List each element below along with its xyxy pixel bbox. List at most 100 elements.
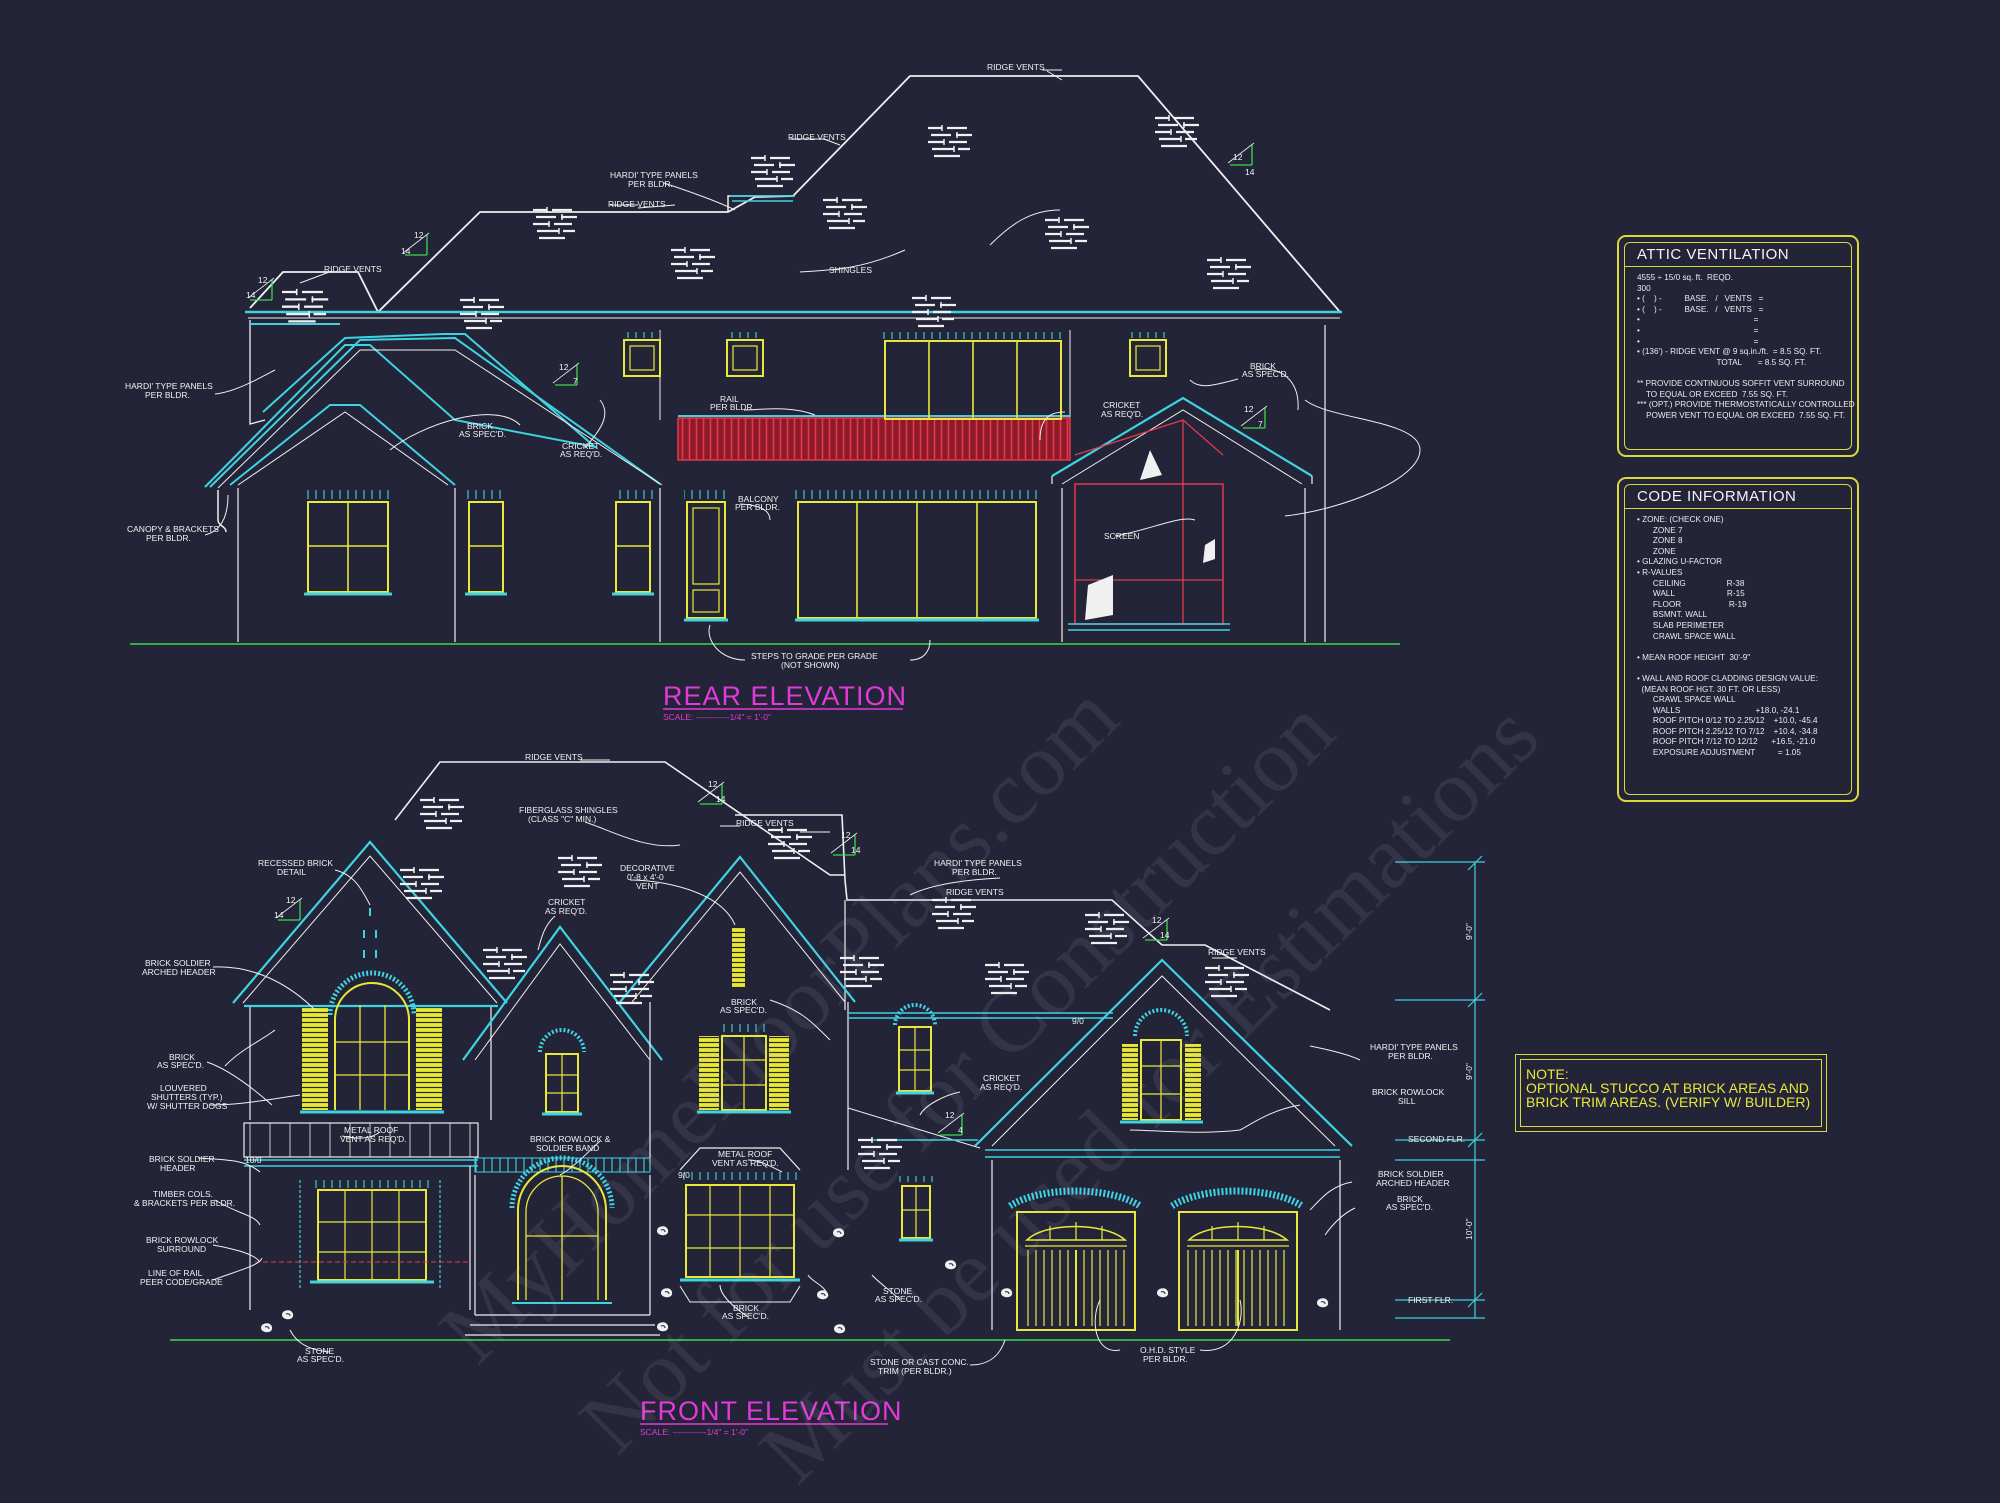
label-cricket: CRICKET: [562, 441, 599, 451]
label-steps: STEPS TO GRADE PER GRADE: [751, 651, 878, 661]
pitch-run: 14: [716, 794, 726, 804]
code-line: • GLAZING U-FACTOR: [1637, 557, 1723, 567]
label-canopy: PER BLDR.: [146, 533, 191, 543]
label-decorative-vent: DECORATIVE: [620, 863, 675, 873]
pitch-run: 14: [274, 910, 284, 920]
attic-ventilation-frame: ATTIC VENTILATION 4555 ÷ 15/0 sq. ft. RE…: [1624, 242, 1855, 450]
label-ridge-vents: RIDGE VENTS: [987, 62, 1045, 72]
pitch-rise: 12: [708, 779, 718, 789]
code-line: WALLS +18.0, -24.1: [1637, 705, 1800, 715]
code-line: BSMNT. WALL: [1637, 610, 1708, 620]
pitch-rise: 12: [1233, 152, 1243, 162]
label-brick-soldier-header: BRICK SOLDIER: [149, 1154, 215, 1164]
label-fiberglass-shingles: (CLASS "C" MIN.): [528, 814, 597, 824]
pitch-run: 14: [1245, 167, 1255, 177]
label-recessed-brick: RECESSED BRICK: [258, 858, 333, 868]
code-information-panel: CODE INFORMATION • ZONE: (CHECK ONE) ZON…: [1617, 477, 1859, 802]
attic-line: ** PROVIDE CONTINUOUS SOFFIT VENT SURROU…: [1637, 378, 1845, 388]
dimension-middle: 9'-0": [1464, 1063, 1474, 1080]
label-balcony: BALCONY: [738, 494, 779, 504]
code-line: ZONE 7: [1637, 525, 1683, 535]
label-brick: BRICK: [1250, 361, 1276, 371]
pitch-run: 14: [246, 290, 256, 300]
pitch-rise: 12: [559, 362, 569, 372]
label-brick: BRICK: [169, 1052, 195, 1062]
label-balcony: PER BLDR.: [735, 502, 780, 512]
attic-line: • =: [1637, 325, 1759, 335]
label-second-floor: SECOND FLR.: [1408, 1134, 1465, 1144]
label-brick-soldier-arched: ARCHED HEADER: [1376, 1178, 1450, 1188]
front-elevation-title: FRONT ELEVATION: [640, 1396, 903, 1426]
label-canopy: CANOPY & BRACKETS: [127, 524, 219, 534]
attic-line: TOTAL = 8.5 SQ. FT.: [1637, 357, 1807, 367]
stucco-note-body: OPTIONAL STUCCO AT BRICK AREAS AND BRICK…: [1526, 1080, 1811, 1110]
pitch-run: 14: [401, 246, 411, 256]
pitch-run: 7: [573, 376, 578, 386]
attic-ventilation-body: 4555 ÷ 15/0 sq. ft. REQD.300 • ( ) - BASE…: [1625, 267, 1855, 427]
attic-line: • ( ) - BASE. / VENTS =: [1637, 304, 1764, 314]
label-ridge-vents: RIDGE VENTS: [324, 264, 382, 274]
code-line: ROOF PITCH 2.25/12 TO 7/12 +10.4, -34.8: [1637, 726, 1818, 736]
label-ridge-vents: RIDGE VENTS: [946, 887, 1004, 897]
label-brick: AS SPEC'D.: [459, 429, 506, 439]
label-cricket: CRICKET: [548, 897, 585, 907]
pitch-rise: 12: [945, 1110, 955, 1120]
label-stone: STONE: [883, 1286, 912, 1296]
label-ridge-vents: RIDGE VENTS: [736, 818, 794, 828]
attic-line: TO EQUAL OR EXCEED 7.55 SQ. FT.: [1637, 389, 1788, 399]
label-timber-columns: & BRACKETS PER BLDR.: [134, 1198, 235, 1208]
attic-line: [1637, 368, 1839, 379]
attic-line: 4555 ÷ 15/0 sq. ft. REQD.: [1637, 273, 1733, 282]
pitch-rise: 12: [841, 830, 851, 840]
label-ridge-vents: RIDGE VENTS: [608, 199, 666, 209]
label-brick: BRICK: [733, 1303, 759, 1313]
label-cricket: CRICKET: [1103, 400, 1140, 410]
label-timber-columns: TIMBER COLS.: [153, 1189, 213, 1199]
code-line: CRAWL SPACE WALL: [1637, 695, 1736, 705]
label-rowlock-surround: BRICK ROWLOCK: [146, 1235, 219, 1245]
rear-elevation: 12 14 12 14 12 14 12 7 12 7: [125, 62, 1421, 722]
front-elevation: 12 14 12 14 12 14 12 14 12 4 9'-0" 9'-0"…: [134, 752, 1485, 1437]
pitch-rise: 12: [258, 275, 268, 285]
code-line: • WALL AND ROOF CLADDING DESIGN VALUE:: [1637, 673, 1818, 683]
code-line: CRAWL SPACE WALL: [1637, 631, 1736, 641]
label-brick: AS SPEC'D.: [157, 1060, 204, 1070]
label-ridge-vents: RIDGE VENTS: [788, 132, 846, 142]
label-ohd-style: PER BLDR.: [1143, 1354, 1188, 1364]
label-metal-roof-vent: METAL ROOF: [718, 1149, 772, 1159]
label-hardi-panels: PER BLDR.: [952, 867, 997, 877]
code-information-body: • ZONE: (CHECK ONE) ZONE 7 ZONE 8 ZONE• …: [1625, 509, 1851, 765]
pitch-rise: 12: [414, 230, 424, 240]
label-cricket: AS REQ'D.: [545, 906, 587, 916]
attic-line: POWER VENT TO EQUAL OR EXCEED 7.55 SQ. F…: [1637, 410, 1846, 420]
label-rail: PER BLDR.: [710, 402, 755, 412]
label-metal-roof-vent: VENT AS REQ'D.: [712, 1158, 779, 1168]
code-line: ZONE: [1637, 546, 1676, 556]
label-rail: RAIL: [720, 394, 739, 404]
pitch-rise: 12: [286, 895, 296, 905]
dimension-string: [1395, 855, 1485, 1319]
label-rowlock-sill: SILL: [1398, 1096, 1416, 1106]
label-cricket: AS REQ'D.: [560, 449, 602, 459]
label-rowlock-band: SOLDIER BAND: [536, 1143, 599, 1153]
label-recessed-brick: DETAIL: [277, 867, 306, 877]
label-hardi-panels: PER BLDR.: [628, 179, 673, 189]
attic-line: 300: [1637, 283, 1651, 293]
code-line: [1637, 642, 1839, 653]
label-line-of-rail: PEER CODE/GRADE: [140, 1277, 223, 1287]
label-louvered-shutters: W/ SHUTTER DOGS: [147, 1101, 228, 1111]
code-line: EXPOSURE ADJUSTMENT = 1.05: [1637, 748, 1801, 758]
label-plate: 9/0: [678, 1170, 690, 1180]
code-line: • R-VALUES: [1637, 567, 1683, 577]
pitch-run: 14: [1160, 930, 1170, 940]
code-line: WALL R-15: [1637, 589, 1745, 599]
label-ridge-vents: RIDGE VENTS: [525, 752, 583, 762]
attic-line: *** (OPT.) PROVIDE THERMOSTATICALLY CONT…: [1637, 400, 1855, 410]
label-stone: AS SPEC'D.: [875, 1294, 922, 1304]
rear-upper-windows: [623, 332, 1167, 420]
label-shingles: SHINGLES: [829, 265, 872, 275]
label-brick: AS SPEC'D.: [722, 1311, 769, 1321]
label-rowlock-surround: SURROUND: [157, 1244, 206, 1254]
label-cricket: CRICKET: [983, 1073, 1020, 1083]
